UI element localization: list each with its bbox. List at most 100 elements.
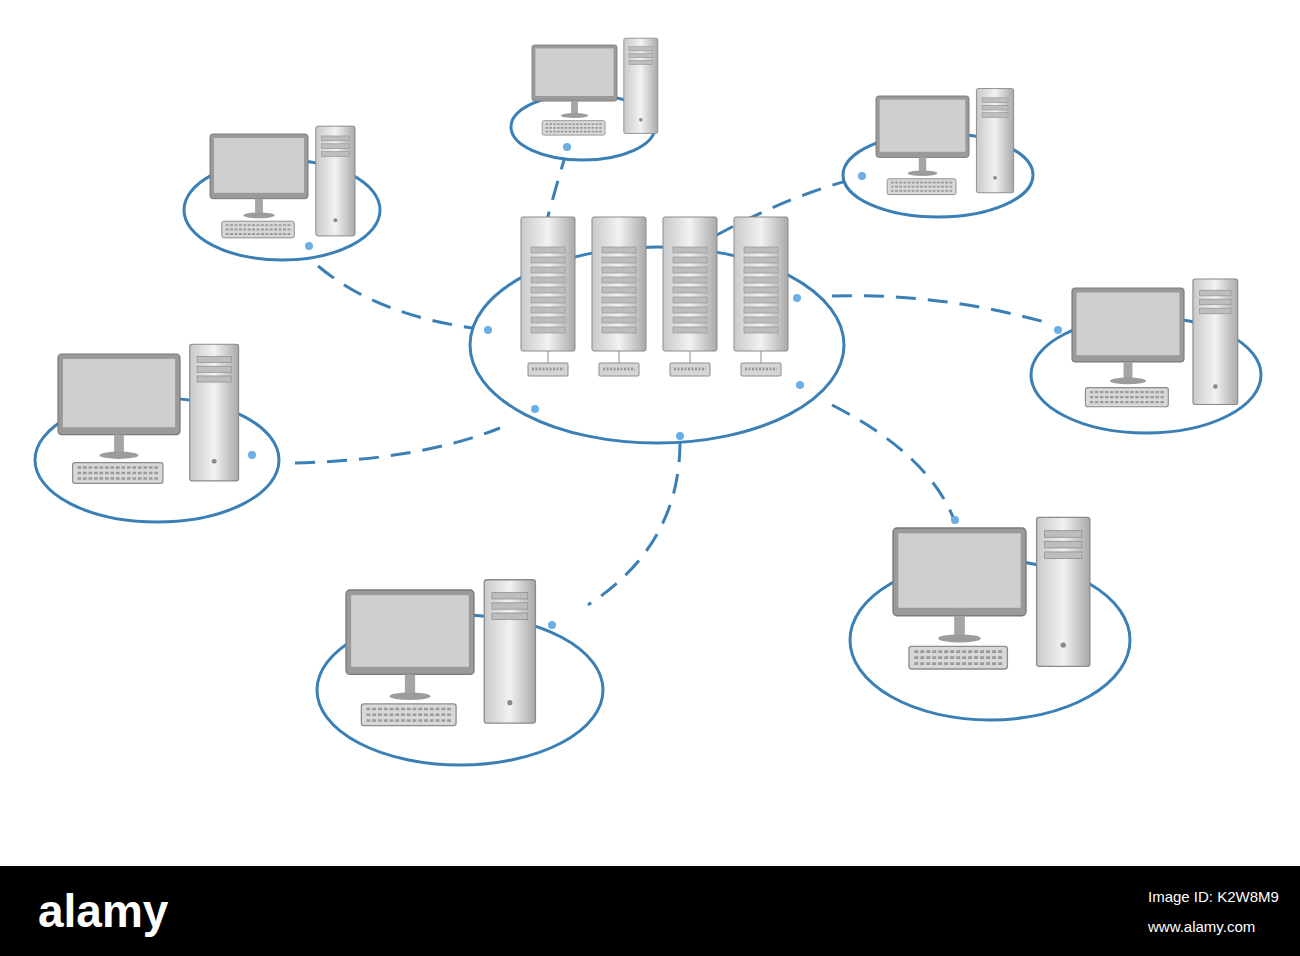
server-bay — [531, 307, 565, 313]
server-bay — [673, 297, 707, 303]
drive-bay — [1045, 531, 1082, 538]
keyboard — [222, 221, 295, 238]
server-bay — [531, 267, 565, 273]
link-dot — [796, 381, 804, 389]
monitor-neck — [114, 435, 124, 455]
server-bay — [531, 327, 565, 333]
monitor-screen — [63, 359, 175, 427]
keyboard-keys — [891, 190, 952, 192]
monitor-base — [390, 692, 431, 700]
server-keyboard — [528, 363, 568, 376]
drive-bay — [322, 152, 349, 157]
server-bay — [744, 287, 778, 293]
tower-case — [624, 38, 658, 133]
keyboard-keys — [366, 719, 450, 722]
link-dot — [305, 242, 313, 250]
power-button — [333, 218, 337, 222]
keyboard — [542, 121, 605, 135]
drive-bay — [197, 366, 231, 372]
server-bay — [673, 287, 707, 293]
power-button — [212, 459, 217, 464]
monitor-neck — [954, 616, 965, 637]
keyboard-keys — [546, 127, 602, 129]
drive-bay — [492, 613, 528, 619]
monitor-screen — [1076, 292, 1179, 355]
keyboard — [909, 646, 1007, 669]
server-bay — [531, 277, 565, 283]
monitor-neck — [571, 101, 578, 115]
drive-bay — [322, 144, 349, 149]
keyboard-keys — [226, 233, 291, 235]
keyboard-keys — [914, 656, 1002, 659]
server-bay — [602, 317, 636, 323]
keyboard-keys — [1090, 401, 1164, 403]
server-bay — [673, 247, 707, 253]
drive-bay — [492, 603, 528, 609]
dashed-link — [295, 428, 500, 463]
monitor-screen — [351, 595, 469, 667]
server-bay — [602, 257, 636, 263]
link-dot — [531, 405, 539, 413]
keyboard-keys — [78, 466, 159, 468]
monitor-base — [99, 452, 138, 459]
server-bay — [531, 297, 565, 303]
dashed-link — [588, 442, 680, 605]
keyboard-keys — [891, 186, 952, 188]
server-bay — [744, 307, 778, 313]
keyboard-keys — [226, 224, 291, 226]
server-bay — [744, 317, 778, 323]
drive-bay — [322, 136, 349, 141]
drive-bay — [982, 98, 1008, 103]
keyboard-keys — [674, 368, 706, 371]
server-cable — [619, 351, 620, 363]
keyboard — [361, 704, 456, 726]
monitor-frame — [1072, 288, 1184, 362]
keyboard-keys — [914, 650, 1002, 653]
keyboard-keys — [366, 708, 450, 711]
server-case — [663, 217, 717, 351]
server-bay — [673, 317, 707, 323]
server-bay — [744, 277, 778, 283]
monitor-frame — [210, 134, 308, 199]
server-bay — [531, 317, 565, 323]
workstation — [58, 344, 239, 483]
server-bay — [744, 247, 778, 253]
keyboard-keys — [914, 662, 1002, 665]
link-dot — [484, 326, 492, 334]
computers — [58, 38, 1238, 725]
monitor-base — [938, 634, 981, 642]
server-bay — [673, 277, 707, 283]
keyboard-keys — [366, 714, 450, 717]
node-rings — [35, 94, 1261, 765]
server-bay — [673, 327, 707, 333]
server-bay — [602, 277, 636, 283]
server-bay — [602, 287, 636, 293]
power-button — [1061, 642, 1066, 647]
keyboard-keys — [1090, 396, 1164, 398]
power-button — [1213, 384, 1217, 388]
drive-bay — [629, 54, 653, 58]
monitor-base — [561, 113, 588, 118]
image-credit: www.alamy.com — [1148, 918, 1255, 935]
keyboard-keys — [1090, 391, 1164, 393]
keyboard-keys — [603, 368, 635, 371]
image-credit: Image ID: K2W8M9 — [1148, 888, 1279, 905]
server-bay — [673, 257, 707, 263]
tower-case — [1037, 517, 1090, 666]
keyboard — [73, 463, 163, 484]
keyboard-keys — [546, 123, 602, 125]
link-dot — [548, 621, 556, 629]
link-dot — [563, 143, 571, 151]
monitor-frame — [893, 528, 1026, 616]
monitor-screen — [535, 48, 613, 96]
monitor-frame — [876, 96, 969, 157]
server-bay — [531, 287, 565, 293]
server-bay — [744, 257, 778, 263]
monitor-screen — [214, 138, 304, 193]
server-bay — [602, 267, 636, 273]
workstation — [532, 38, 658, 135]
monitor-neck — [919, 157, 926, 172]
drive-bay — [982, 105, 1008, 110]
